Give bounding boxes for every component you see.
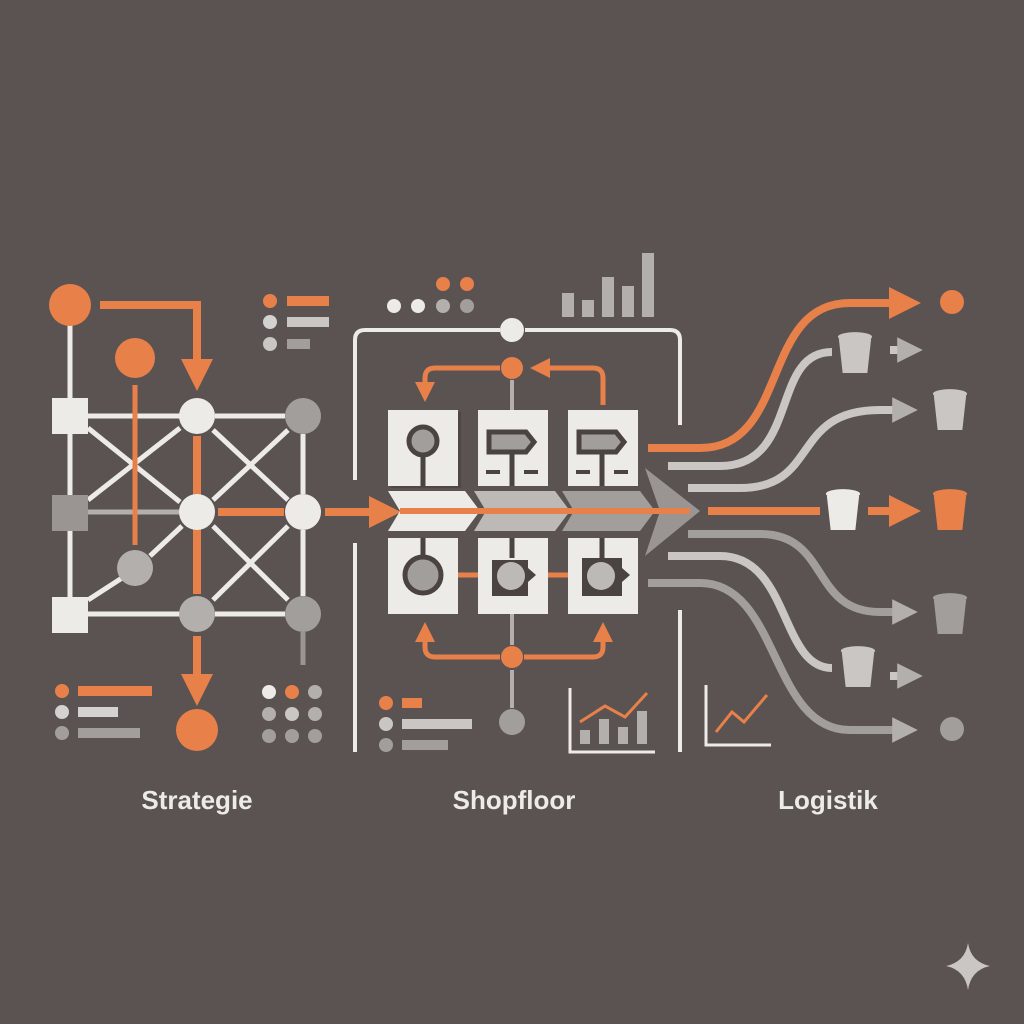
shopfloor-frame <box>353 328 682 752</box>
shopfloor-dots <box>387 277 474 313</box>
shopfloor-trend-chart <box>568 688 655 754</box>
strategie-legend-bottom <box>55 684 152 740</box>
process-stations-top <box>388 410 638 488</box>
process-stations-bottom <box>388 538 638 614</box>
bottom-feedback-loop <box>415 614 613 735</box>
shopfloor-bar-chart <box>562 253 654 317</box>
value-stream-chevrons <box>388 468 700 556</box>
strategie-network <box>49 284 401 751</box>
end-node <box>176 709 218 751</box>
logistics-endpoints <box>825 290 968 741</box>
strategie-dot-grid <box>262 685 322 743</box>
top-feedback-loop <box>415 357 606 410</box>
shopfloor-legend <box>379 696 472 752</box>
section-label-shopfloor: Shopfloor <box>452 785 576 815</box>
strategie-legend-top <box>263 294 329 351</box>
sparkle-icon <box>946 943 990 990</box>
section-label-logistik: Logistik <box>778 785 878 815</box>
logistics-flows <box>648 287 923 743</box>
start-node <box>49 284 91 326</box>
section-label-strategie: Strategie <box>141 785 253 815</box>
logistics-trend-chart <box>704 685 771 747</box>
